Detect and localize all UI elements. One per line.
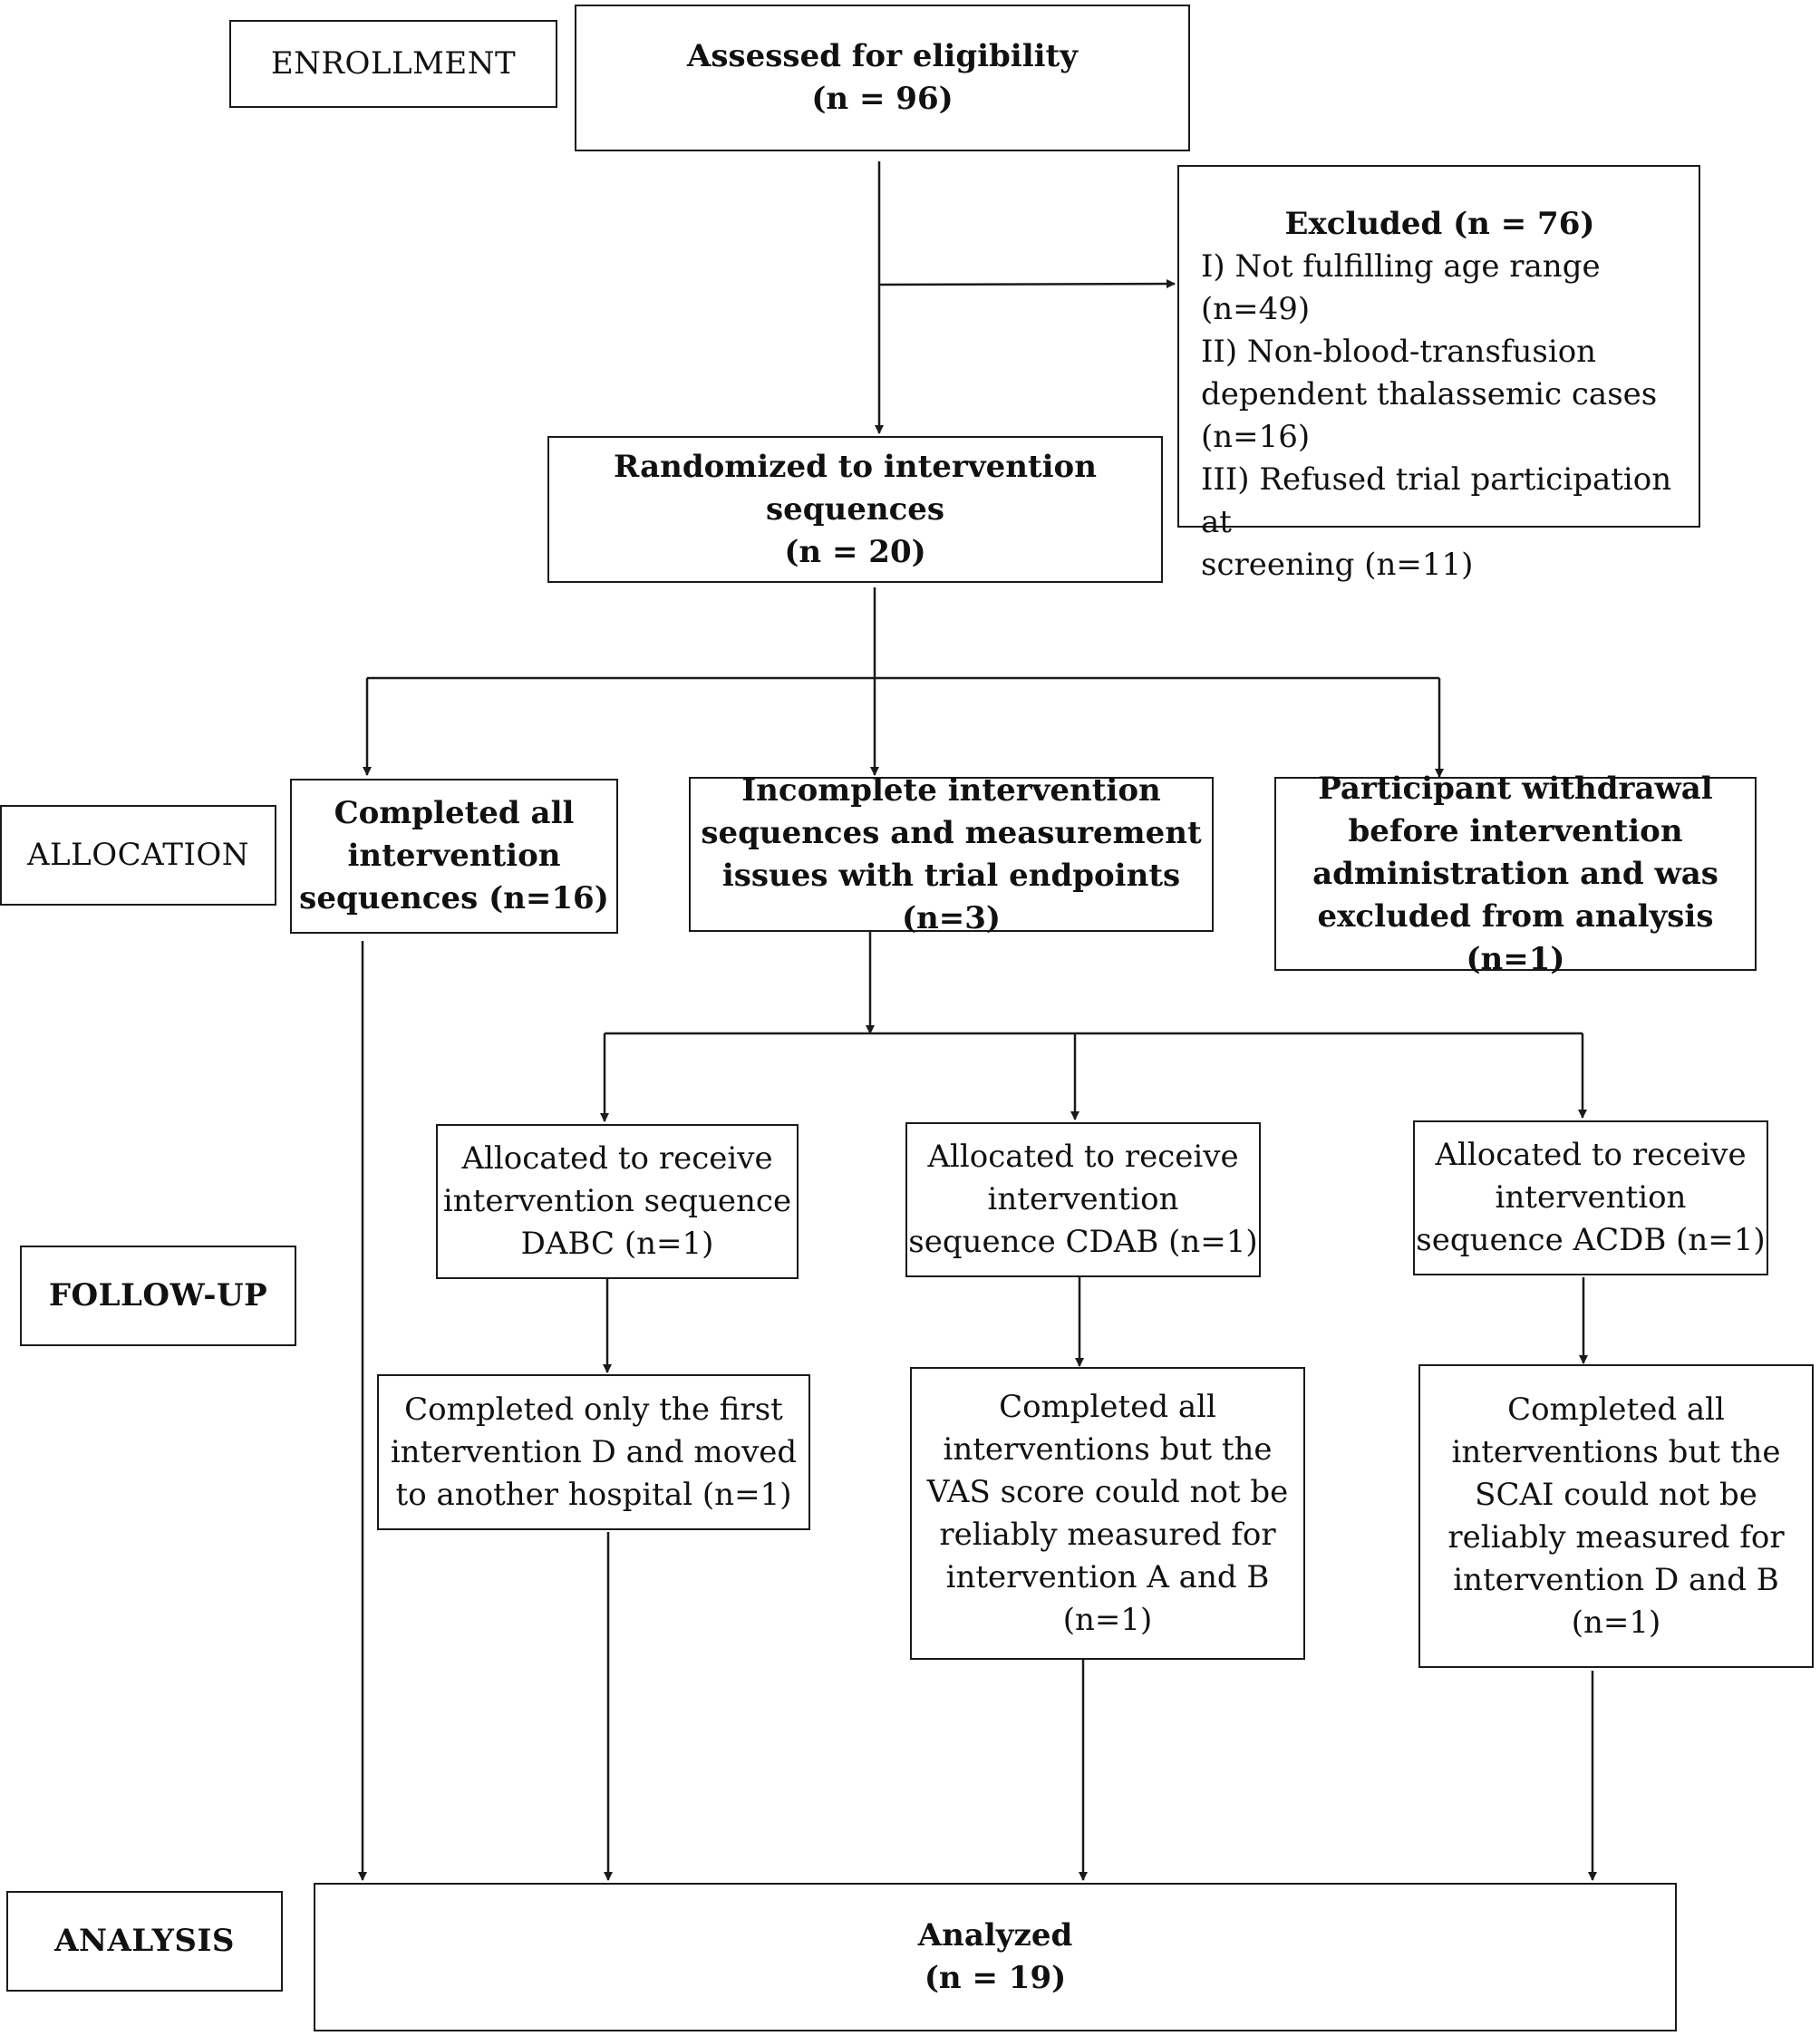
outcome-acdb-line: reliably measured for <box>1447 1518 1785 1556</box>
arrow-to-excluded <box>878 279 1176 289</box>
seq-dabc-line: Allocated to receive <box>461 1140 773 1177</box>
seq-dabc-line: intervention sequence <box>442 1183 792 1219</box>
incomplete-line: Incomplete intervention <box>741 771 1161 809</box>
outcome-cdab-line: Completed all <box>999 1388 1216 1425</box>
excluded-box: Excluded (n = 76) I) Not fulfilling age … <box>1177 165 1700 583</box>
assessed-count: (n = 96) <box>811 81 954 117</box>
outcome-cdab-line: interventions but the <box>943 1430 1273 1468</box>
analyzed-title: Analyzed <box>917 1917 1073 1954</box>
assessed-title: Assessed for eligibility <box>686 38 1078 74</box>
stage-label-enrollment: ENROLLMENT <box>229 20 557 108</box>
completed-all-line: sequences (n=16) <box>299 880 609 916</box>
stage-label-analysis: ANALYSIS <box>6 1891 283 1992</box>
excluded-title: Excluded (n = 76) <box>1284 206 1595 242</box>
seq-acdb-line: intervention <box>1495 1179 1687 1216</box>
excluded-line: I) Not fulfilling age range (n=49) <box>1201 248 1601 327</box>
seq-cdab-line: sequence CDAB (n=1) <box>908 1224 1258 1260</box>
stage-label-allocation: ALLOCATION <box>0 805 276 906</box>
withdrawal-box: Participant withdrawal before interventi… <box>1274 771 1757 977</box>
withdrawal-line: excluded from analysis (n=1) <box>1317 897 1714 977</box>
seq-cdab-line: intervention <box>987 1181 1179 1217</box>
stage-label-text: ALLOCATION <box>26 837 250 873</box>
seq-dabc-line: DABC (n=1) <box>520 1226 714 1262</box>
incomplete-line: sequences and measurement <box>701 814 1202 851</box>
seq-acdb-line: sequence ACDB (n=1) <box>1416 1222 1766 1258</box>
outcome-acdb-box: Completed all interventions but the SCAI… <box>1418 1364 1814 1668</box>
excluded-line: III) Refused trial participation at <box>1201 461 1672 540</box>
outcome-cdab-line: intervention A and B <box>945 1558 1270 1595</box>
stage-label-text: FOLLOW-UP <box>48 1277 268 1314</box>
outcome-dabc-box: Completed only the first intervention D … <box>377 1374 810 1530</box>
seq-dabc-box: Allocated to receive intervention sequen… <box>436 1124 799 1279</box>
excluded-line: screening (n=11) <box>1201 547 1474 583</box>
withdrawal-line: administration and was <box>1312 855 1718 892</box>
outcome-cdab-line: (n=1) <box>1062 1601 1153 1638</box>
stage-label-text: ENROLLMENT <box>270 45 517 82</box>
withdrawal-line: before intervention <box>1348 812 1683 849</box>
seq-cdab-box: Allocated to receive intervention sequen… <box>905 1122 1261 1277</box>
outcome-cdab-line: VAS score could not be <box>926 1473 1289 1510</box>
completed-all-box: Completed all intervention sequences (n=… <box>290 779 618 934</box>
withdrawal-line: Participant withdrawal <box>1318 770 1713 807</box>
seq-acdb-box: Allocated to receive intervention sequen… <box>1413 1120 1768 1275</box>
completed-all-line: intervention <box>347 838 561 874</box>
outcome-acdb-line: Completed all <box>1507 1391 1725 1428</box>
excluded-line: dependent thalassemic cases <box>1201 376 1658 412</box>
excluded-line: II) Non-blood-transfusion <box>1201 334 1597 370</box>
stage-label-text: ANALYSIS <box>54 1923 235 1959</box>
incomplete-line: issues with trial endpoints (n=3) <box>721 857 1181 936</box>
seq-cdab-line: Allocated to receive <box>927 1139 1239 1175</box>
outcome-dabc-line: intervention D and moved <box>390 1433 798 1470</box>
seq-acdb-line: Allocated to receive <box>1435 1137 1747 1173</box>
outcome-acdb-line: interventions but the <box>1451 1433 1781 1470</box>
assessed-box: Assessed for eligibility (n = 96) <box>575 5 1190 151</box>
excluded-line: (n=16) <box>1201 419 1311 455</box>
stage-label-follow-up: FOLLOW-UP <box>20 1246 296 1346</box>
randomized-box: Randomized to intervention sequences (n … <box>547 436 1163 583</box>
outcome-cdab-line: reliably measured for <box>939 1516 1276 1553</box>
outcome-cdab-box: Completed all interventions but the VAS … <box>910 1367 1305 1660</box>
randomized-title: Randomized to intervention sequences <box>614 448 1097 528</box>
outcome-acdb-line: (n=1) <box>1571 1604 1661 1641</box>
incomplete-box: Incomplete intervention sequences and me… <box>689 772 1214 936</box>
outcome-acdb-line: intervention D and B <box>1453 1561 1779 1598</box>
analyzed-count: (n = 19) <box>924 1960 1067 1996</box>
analyzed-box: Analyzed (n = 19) <box>314 1883 1677 2031</box>
completed-all-line: Completed all <box>334 795 575 831</box>
randomized-count: (n = 20) <box>784 533 926 570</box>
outcome-dabc-line: to another hospital (n=1) <box>395 1476 792 1513</box>
outcome-dabc-line: Completed only the first <box>404 1391 783 1428</box>
outcome-acdb-line: SCAI could not be <box>1475 1476 1757 1513</box>
